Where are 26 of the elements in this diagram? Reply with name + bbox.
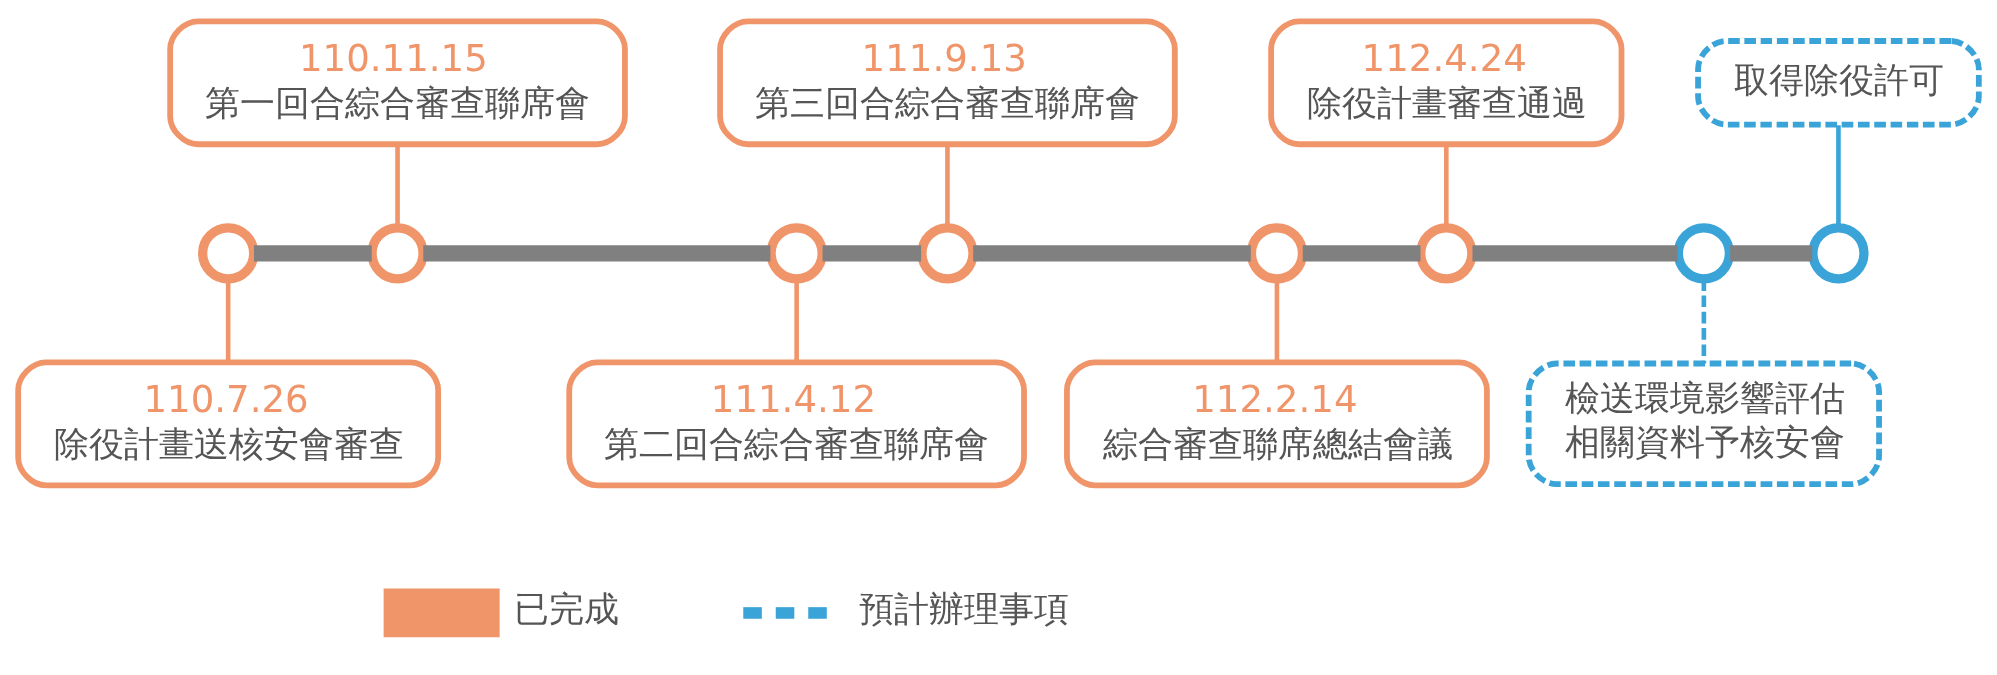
node-box: 112.4.24 除役計畫審查通過 xyxy=(1268,17,1625,147)
node-circle xyxy=(198,222,259,283)
node-circle xyxy=(367,222,428,283)
connector xyxy=(973,244,1251,261)
connector xyxy=(423,244,771,261)
connector xyxy=(1302,244,1421,261)
node-circle xyxy=(917,222,978,283)
node-circle xyxy=(1808,222,1869,283)
node-box: 111.9.13 第三回合綜合審查聯席會 xyxy=(717,17,1178,147)
node-box: 112.2.14 綜合審查聯席總結會議 xyxy=(1064,358,1490,488)
legend-label: 預計辦理事項 xyxy=(859,588,1070,629)
node-circle xyxy=(1416,222,1477,283)
connector xyxy=(253,244,372,261)
node-box: 110.7.26 除役計畫送核安會審查 xyxy=(15,358,442,488)
legend-label: 已完成 xyxy=(513,588,619,629)
node-circle xyxy=(766,222,827,283)
node-box: 110.11.15 第一回合綜合審查聯席會 xyxy=(167,17,628,147)
node-box: 111.4.12 第二回合綜合審查聯席會 xyxy=(566,358,1027,488)
node-circle xyxy=(1673,222,1735,283)
connector xyxy=(1472,244,1678,261)
connector xyxy=(1730,244,1813,261)
connector xyxy=(1836,124,1841,227)
connector xyxy=(822,244,922,261)
node-box: 取得除役許可 xyxy=(1695,37,1982,127)
node-box: 檢送環境影響評估相關資料予核安會 xyxy=(1525,360,1882,487)
node-circle xyxy=(1246,222,1308,283)
